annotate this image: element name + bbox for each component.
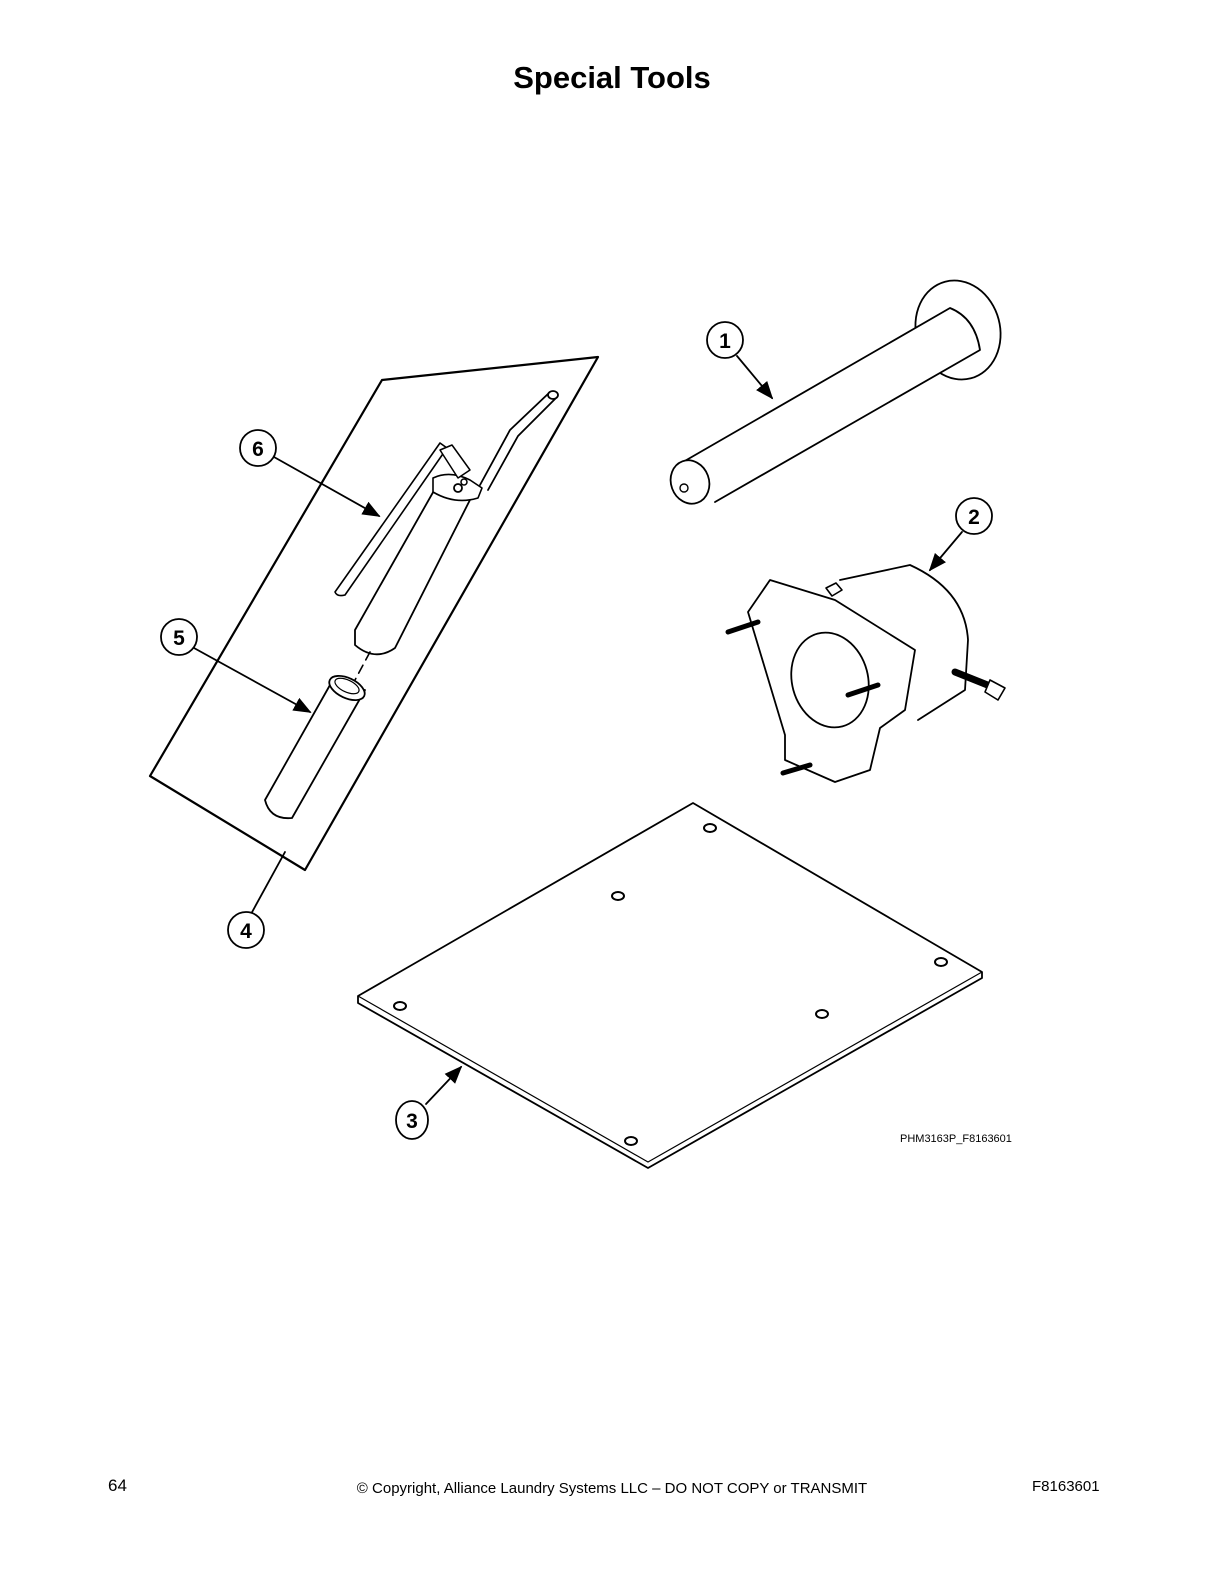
svg-text:6: 6	[252, 438, 264, 461]
base-plate-drawing	[357, 802, 983, 1169]
kit-card-drawing	[148, 355, 600, 872]
callout-1: 1	[706, 321, 744, 359]
callout-4: 4	[227, 911, 265, 949]
page-title: Special Tools	[513, 60, 711, 95]
svg-text:4: 4	[240, 920, 252, 943]
svg-text:1: 1	[719, 330, 731, 353]
document-number: F8163601	[1032, 1478, 1100, 1495]
callout-6: 6	[239, 429, 277, 467]
puller-hub-drawing	[725, 564, 1006, 783]
callout-2: 2	[955, 497, 993, 535]
svg-text:3: 3	[406, 1110, 418, 1133]
svg-text:2: 2	[968, 506, 980, 529]
callout-3: 3	[395, 1100, 429, 1140]
callout-5: 5	[160, 618, 198, 656]
shaft-tool-drawing	[669, 279, 1002, 505]
svg-text:5: 5	[173, 627, 185, 650]
page-number: 64	[108, 1476, 127, 1495]
figure-id: PHM3163P_F8163601	[900, 1133, 1012, 1145]
copyright-notice: © Copyright, Alliance Laundry Systems LL…	[356, 1480, 868, 1497]
